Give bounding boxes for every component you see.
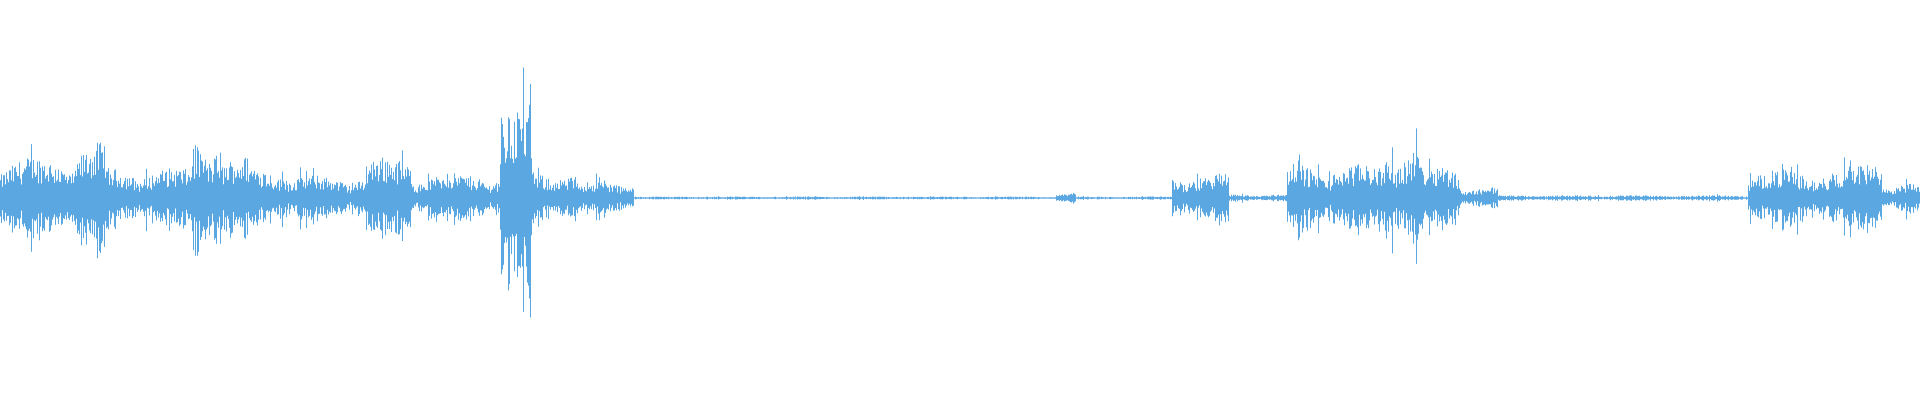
waveform-path: [0, 67, 1920, 318]
